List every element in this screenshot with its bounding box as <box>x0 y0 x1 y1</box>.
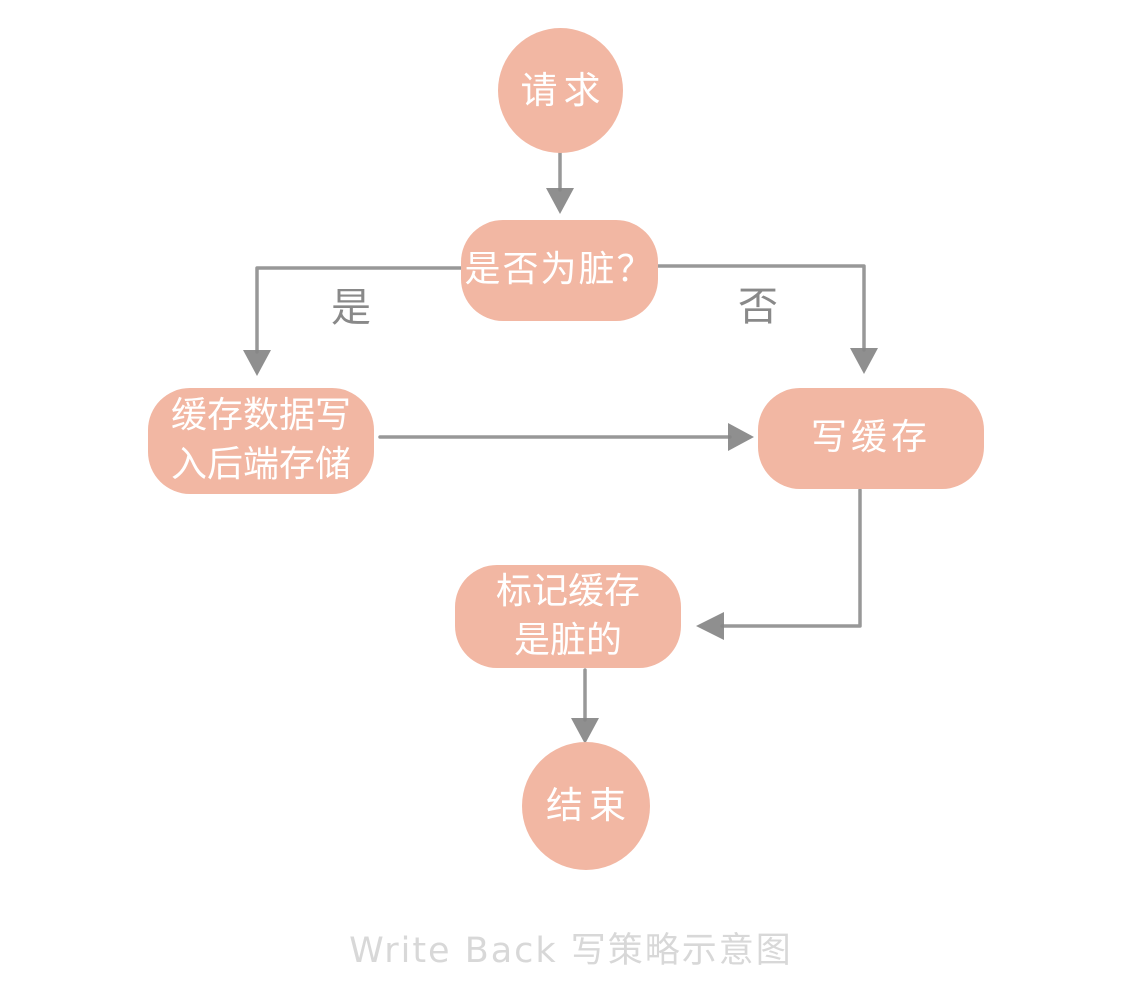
arrowhead-right-icon <box>728 423 754 451</box>
arrowhead-down-icon <box>571 718 599 744</box>
node-end: 结束 <box>522 742 650 870</box>
diagram-caption: Write Back 写策略示意图 <box>349 931 793 971</box>
node-write-backend-storage: 缓存数据写 入后端存储 <box>148 388 374 494</box>
arrowhead-down-icon <box>850 348 878 374</box>
node-mark-cache-dirty: 标记缓存 是脏的 <box>455 565 681 668</box>
node-write-cache: 写缓存 <box>758 388 984 489</box>
edge-write-backend-to-write-cache <box>378 423 754 451</box>
arrowhead-down-icon <box>243 350 271 376</box>
edge-label-yes: 是 <box>331 285 371 331</box>
node-start: 请求 <box>498 28 623 153</box>
edge-start-to-decision <box>546 150 574 214</box>
edge-write-cache-to-mark-dirty <box>696 488 862 640</box>
edge-mark-dirty-to-end <box>571 668 599 744</box>
arrowhead-left-icon <box>696 612 724 640</box>
arrowhead-down-icon <box>546 188 574 214</box>
edge-label-no: 否 <box>738 284 778 330</box>
node-decision-is-dirty: 是否为脏？ <box>461 220 658 321</box>
